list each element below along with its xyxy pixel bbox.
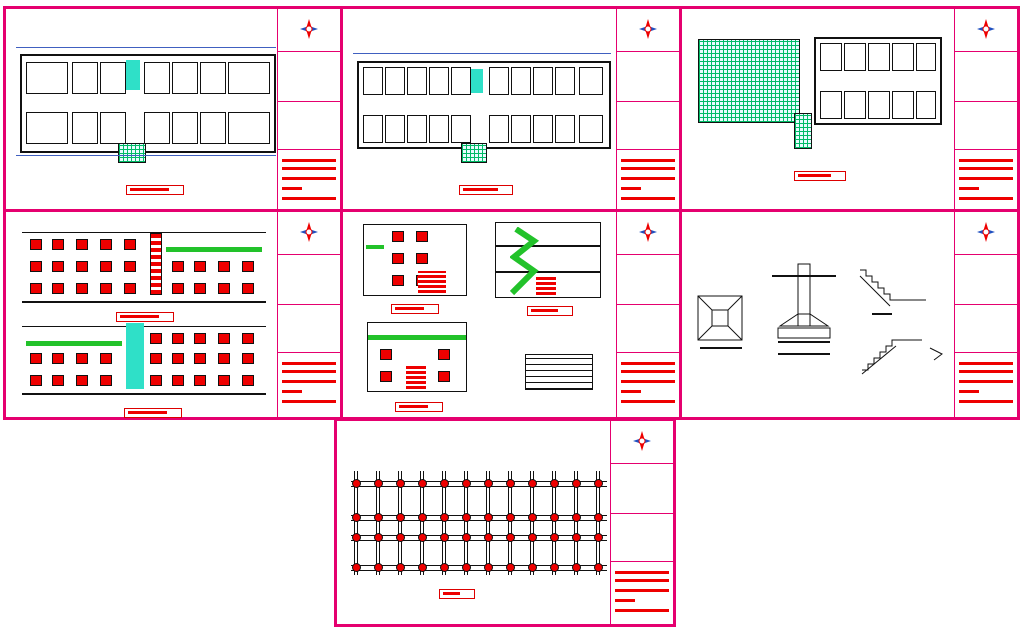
floor-plan-drawing bbox=[20, 54, 276, 153]
rear-side-elevation bbox=[367, 322, 467, 392]
drawing-caption bbox=[439, 589, 475, 599]
section-view bbox=[495, 222, 601, 298]
north-arrow-icon bbox=[633, 431, 651, 451]
footing-section-detail bbox=[772, 263, 836, 355]
floor-plan-drawing bbox=[357, 61, 611, 149]
north-arrow-icon bbox=[300, 222, 318, 242]
title-block bbox=[954, 9, 1017, 209]
title-block bbox=[616, 212, 679, 417]
north-arrow-icon bbox=[977, 19, 995, 39]
rear-elevation bbox=[22, 323, 266, 395]
sheet-typical-floor-plan bbox=[340, 6, 682, 212]
north-arrow-icon bbox=[639, 19, 657, 39]
schedule-table bbox=[525, 354, 593, 390]
title-block bbox=[277, 212, 340, 417]
north-arrow-icon bbox=[639, 222, 657, 242]
stair-detail-upper bbox=[859, 269, 926, 315]
hatched-court bbox=[698, 39, 800, 123]
title-block bbox=[610, 421, 673, 624]
front-elevation bbox=[22, 232, 266, 303]
sheet-side-elevation-section bbox=[340, 209, 682, 420]
stair-detail-lower bbox=[861, 339, 943, 375]
sheet-elevations bbox=[3, 209, 343, 420]
north-arrow-icon bbox=[977, 222, 995, 242]
stair-section bbox=[510, 227, 540, 295]
column-grid bbox=[351, 471, 607, 575]
drawing-caption bbox=[459, 185, 513, 195]
drawing-caption bbox=[126, 185, 184, 195]
title-block bbox=[277, 9, 340, 209]
footing-plan-detail bbox=[697, 295, 743, 349]
north-arrow-icon bbox=[300, 19, 318, 39]
sheet-ground-floor-plan bbox=[679, 6, 1020, 212]
drawing-caption bbox=[794, 171, 846, 181]
title-block bbox=[954, 212, 1017, 417]
title-block bbox=[616, 9, 679, 209]
side-elevation bbox=[363, 224, 467, 296]
sheet-first-floor-plan bbox=[3, 6, 343, 212]
sheet-column-layout bbox=[334, 418, 676, 627]
sheet-structural-details bbox=[679, 209, 1020, 420]
floor-plan-drawing bbox=[814, 37, 942, 125]
